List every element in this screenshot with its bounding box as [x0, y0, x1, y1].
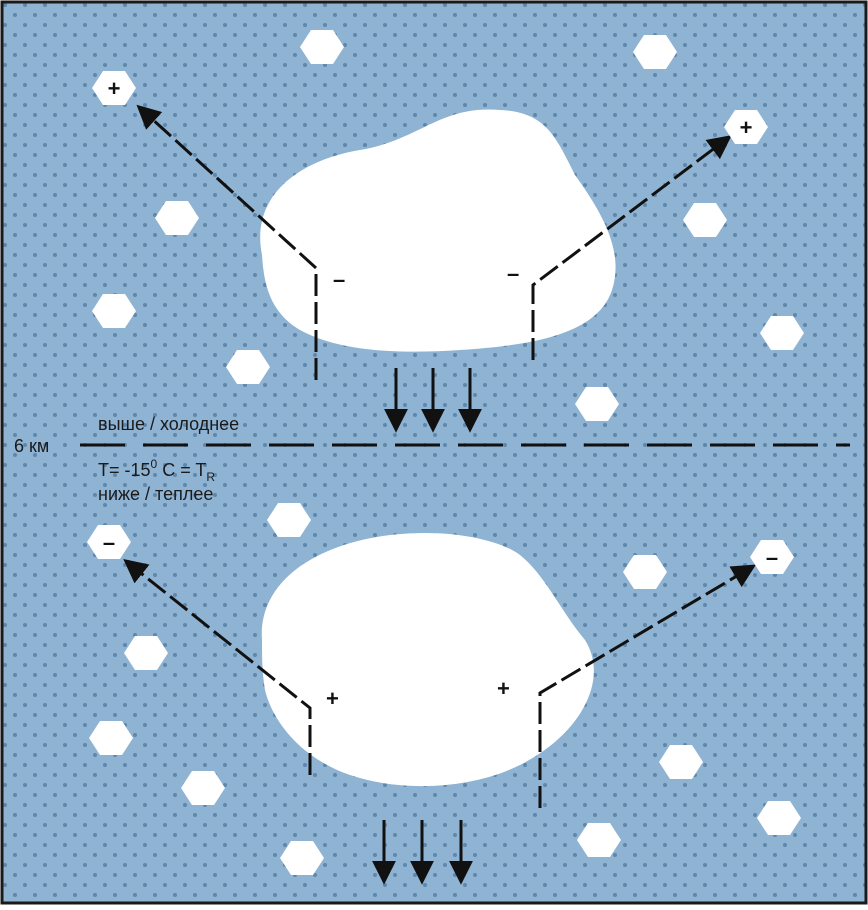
svg-text:–: – — [103, 530, 115, 555]
altitude-label: 6 км — [14, 436, 49, 456]
upper-left-particle: + — [92, 71, 136, 105]
ice-crystal-hexagon — [124, 636, 168, 670]
ice-crystal-hexagon — [575, 387, 619, 421]
ice-crystal-hexagon — [267, 503, 311, 537]
ice-crystal-hexagon — [92, 294, 136, 328]
above-colder-label: выше / холоднее — [98, 414, 239, 434]
lower-left-particle: – — [87, 525, 131, 559]
lower-right-trajectory — [538, 564, 757, 808]
ice-crystals — [89, 30, 804, 875]
svg-text:–: – — [766, 545, 778, 570]
lower-cloud-right-charge: + — [497, 676, 510, 701]
lower-right-particle: – — [750, 540, 794, 574]
ice-crystal-hexagon — [280, 841, 324, 875]
ice-crystal-hexagon — [577, 823, 621, 857]
ice-crystal-hexagon — [89, 721, 133, 755]
lower-left-trajectory — [123, 559, 312, 775]
temperature-label: T= -150 C = TR — [98, 457, 215, 484]
upper-cloud — [260, 109, 616, 352]
ice-crystal-hexagon — [155, 201, 199, 235]
lower-cloud-left-charge: + — [326, 686, 339, 711]
lower-precipitation-arrows — [372, 820, 473, 885]
upper-cloud-left-charge: – — [333, 267, 345, 292]
svg-text:+: + — [740, 115, 753, 140]
ice-crystal-hexagon — [760, 316, 804, 350]
ice-crystal-hexagon — [683, 203, 727, 237]
upper-right-trajectory — [531, 135, 732, 360]
upper-right-particle: + — [724, 110, 768, 144]
upper-left-trajectory — [136, 104, 318, 380]
ice-crystal-hexagon — [300, 30, 344, 64]
ice-crystal-hexagon — [633, 35, 677, 69]
upper-precipitation-arrows — [384, 368, 482, 433]
ice-crystal-hexagon — [226, 350, 270, 384]
ice-crystal-hexagon — [659, 745, 703, 779]
below-warmer-label: ниже / теплее — [98, 484, 213, 504]
upper-cloud-right-charge: – — [507, 261, 519, 286]
svg-text:+: + — [108, 76, 121, 101]
ice-crystal-hexagon — [623, 555, 667, 589]
lower-cloud — [261, 532, 594, 787]
ice-crystal-hexagon — [757, 801, 801, 835]
ice-crystal-hexagon — [181, 771, 225, 805]
